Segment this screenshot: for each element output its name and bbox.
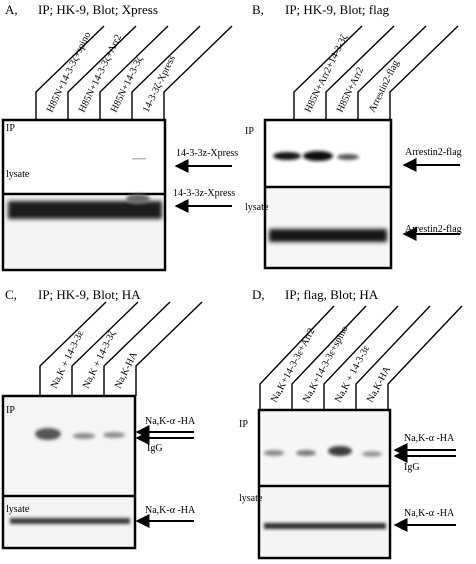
panel-b-ip-bands (273, 151, 359, 161)
panel-d-ip-band-4 (362, 451, 382, 457)
panel-b-lane-2: H85N+Arr2 (335, 65, 366, 114)
panel-c-lane-1: Na,K + 14-3-3ε (49, 329, 86, 390)
panel-d-lysate-band (264, 523, 386, 529)
panel-b-ip-band-label: Arrestin2-flag (405, 147, 462, 158)
panel-b-title: IP; HK-9, Blot; flag (285, 2, 389, 17)
panel-d-letter: D, (252, 287, 265, 302)
panel-b-lysate-band (269, 229, 387, 242)
panel-c-ip-bands (35, 428, 125, 440)
panel-a-ip-band (132, 158, 146, 160)
panel-d-lysate-bg (261, 488, 388, 556)
panel-c-lane-lines (39, 301, 203, 396)
panel-a-lane-lines (35, 25, 233, 120)
panel-d-ip-band-1 (264, 450, 284, 456)
panel-c-title: IP; HK-9, Blot; HA (38, 287, 141, 302)
panel-d-ip-band-label-2: IgG (404, 462, 420, 473)
panel-a-lysate-bands (8, 194, 162, 219)
panel-d-ip-label: IP (239, 419, 248, 430)
panel-a-ip-band-label: 14-3-3z-Xpress (176, 148, 238, 159)
panel-d-lysate-band-label: Na,K-α -HA (404, 508, 455, 519)
panel-b-lane-lines (293, 25, 459, 120)
panel-d-ip-band-2 (296, 450, 316, 456)
panel-a-lysate-band-strip (8, 201, 162, 219)
panel-a-ip-label: IP (6, 123, 15, 134)
panel-d-lysate-label: lysate (239, 493, 263, 504)
panel-c-lysate-band (10, 518, 130, 524)
panel-b-ip-band-1 (273, 152, 301, 160)
panel-c-ip-label: IP (6, 405, 15, 416)
panel-a-lysate-label: lysate (6, 169, 30, 180)
panel-a-title: IP; HK-9, Blot; Xpress (38, 2, 158, 17)
panel-c-ip-band-label-2: IgG (147, 443, 163, 454)
panel-c: C, IP; HK-9, Blot; HA Na,K + 14-3-3ε Na,… (1, 287, 203, 550)
panel-d-title: IP; flag, Blot; HA (285, 287, 379, 302)
panel-b: B, IP; HK-9, Blot; flag H85N+Arr2+14-3-3… (245, 2, 462, 270)
panel-c-ip-band-3 (103, 432, 125, 438)
panel-b-ip-label: IP (245, 126, 254, 137)
panel-d-lane-lines (259, 305, 463, 410)
panel-b-ip-band-3 (337, 154, 359, 160)
panel-c-ip-bg (5, 398, 133, 494)
panel-c-letter: C, (5, 287, 17, 302)
panel-a: A, IP; HK-9, Blot; Xpress H85N+14-3-3ζ+s… (1, 2, 238, 272)
panel-a-lysate-band-lane4 (126, 194, 150, 204)
panel-d-ip-band-3 (328, 446, 352, 456)
panel-a-letter: A, (5, 2, 18, 17)
panel-b-lysate-label: lysate (245, 202, 269, 213)
panel-b-lysate-bg (267, 189, 389, 266)
panel-b-ip-band-2 (303, 151, 333, 161)
panel-c-ip-band-2 (73, 433, 95, 439)
panel-d-ip-bg (261, 412, 388, 484)
panel-d-ip-bands (264, 446, 382, 457)
panel-b-lysate-band-label: Arrestin2-flag (405, 224, 462, 235)
panel-c-ip-band-1 (35, 428, 61, 440)
panel-b-letter: B, (252, 2, 264, 17)
panel-c-lysate-band-label: Na,K-α -HA (145, 505, 196, 516)
panel-d: D, IP; flag, Blot; HA Na,K+14-3-3ε+Arr2 … (239, 287, 463, 560)
panel-c-lane-2: Na,K + 14-3-3ζ (81, 329, 118, 390)
panel-a-lysate-band-label: 14-3-3z-Xpress (173, 188, 235, 199)
panel-d-ip-band-label-1: Na,K-α -HA (404, 433, 455, 444)
panel-c-lysate-label: lysate (6, 504, 30, 515)
panel-c-ip-band-label-1: Na,K-α -HA (145, 416, 196, 427)
